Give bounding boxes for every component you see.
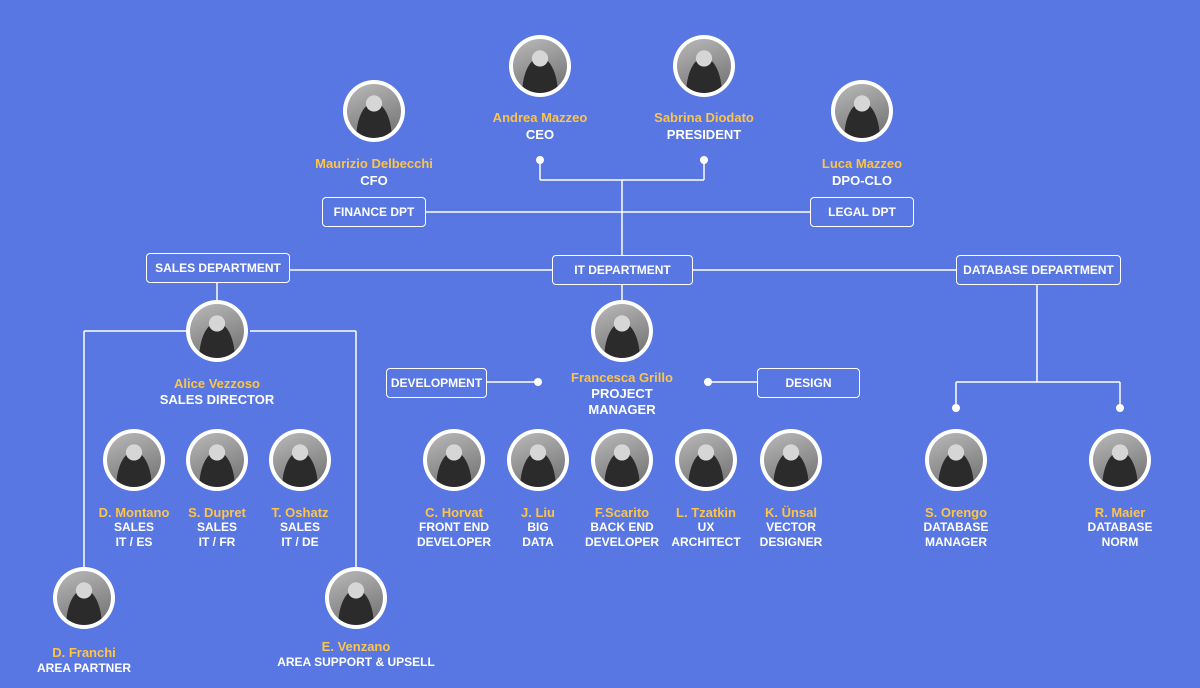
avatar-orengo bbox=[925, 429, 987, 491]
person-photo bbox=[764, 433, 818, 487]
avatar-dpo bbox=[831, 80, 893, 142]
avatar-maier bbox=[1089, 429, 1151, 491]
person-role: AREA PARTNER bbox=[36, 661, 132, 675]
avatar-horvat bbox=[423, 429, 485, 491]
dept-it: IT DEPARTMENT bbox=[552, 255, 693, 285]
person-photo bbox=[595, 304, 649, 358]
person-role: CFO bbox=[360, 173, 388, 188]
person-name: E. Venzano bbox=[321, 639, 391, 654]
person-role: UX ARCHITECT bbox=[671, 520, 741, 549]
person-name: R. Maier bbox=[1094, 505, 1146, 520]
person-name: T. Oshatz bbox=[271, 505, 329, 520]
person-name: Sabrina Diodato bbox=[654, 110, 754, 125]
avatar-ceo bbox=[509, 35, 571, 97]
person-role: BACK END DEVELOPER bbox=[584, 520, 660, 549]
person-photo bbox=[107, 433, 161, 487]
dept-sales: SALES DEPARTMENT bbox=[146, 253, 290, 283]
person-role: SALES IT / DE bbox=[279, 520, 321, 549]
connector-dot bbox=[700, 156, 708, 164]
avatar-dupret bbox=[186, 429, 248, 491]
dept-design: DESIGN bbox=[757, 368, 860, 398]
connector-dot bbox=[704, 378, 712, 386]
person-name: S. Orengo bbox=[924, 505, 988, 520]
person-role: DPO-CLO bbox=[832, 173, 892, 188]
avatar-franchi bbox=[53, 567, 115, 629]
person-name: Luca Mazzeo bbox=[821, 156, 903, 171]
person-name: C. Horvat bbox=[425, 505, 483, 520]
person-role: DATABASE MANAGER bbox=[923, 520, 989, 549]
person-photo bbox=[427, 433, 481, 487]
avatar-montano bbox=[103, 429, 165, 491]
person-photo bbox=[513, 39, 567, 93]
person-role: FRONT END DEVELOPER bbox=[416, 520, 492, 549]
person-name: Francesca Grillo bbox=[571, 370, 673, 385]
person-role: SALES DIRECTOR bbox=[159, 392, 275, 407]
person-photo bbox=[329, 571, 383, 625]
person-photo bbox=[347, 84, 401, 138]
person-role: PRESIDENT bbox=[666, 127, 742, 142]
connector-dot bbox=[536, 156, 544, 164]
person-photo bbox=[677, 39, 731, 93]
avatar-oshatz bbox=[269, 429, 331, 491]
person-photo bbox=[835, 84, 889, 138]
person-role: DATABASE NORM bbox=[1087, 520, 1153, 549]
person-role: SALES IT / ES bbox=[113, 520, 155, 549]
person-photo bbox=[679, 433, 733, 487]
person-name: D. Montano bbox=[98, 505, 170, 520]
avatar-scarito bbox=[591, 429, 653, 491]
avatar-cfo bbox=[343, 80, 405, 142]
person-photo bbox=[929, 433, 983, 487]
person-name: S. Dupret bbox=[188, 505, 246, 520]
dept-legal: LEGAL DPT bbox=[810, 197, 914, 227]
avatar-unsal bbox=[760, 429, 822, 491]
person-role: CEO bbox=[525, 127, 555, 142]
avatar-liu bbox=[507, 429, 569, 491]
person-role: BIG DATA bbox=[522, 520, 554, 549]
person-photo bbox=[190, 304, 244, 358]
dept-finance: FINANCE DPT bbox=[322, 197, 426, 227]
avatar-sales-director bbox=[186, 300, 248, 362]
person-role: SALES IT / FR bbox=[196, 520, 238, 549]
avatar-project-manager bbox=[591, 300, 653, 362]
person-name: D. Franchi bbox=[52, 645, 116, 660]
avatar-tzatkin bbox=[675, 429, 737, 491]
person-photo bbox=[595, 433, 649, 487]
person-role: PROJECT MANAGER bbox=[588, 386, 656, 417]
person-photo bbox=[190, 433, 244, 487]
person-name: Alice Vezzoso bbox=[174, 376, 260, 391]
connector-dot bbox=[1116, 404, 1124, 412]
person-name: J. Liu bbox=[521, 505, 555, 520]
avatar-venzano bbox=[325, 567, 387, 629]
person-role: AREA SUPPORT & UPSELL bbox=[277, 655, 435, 669]
person-photo bbox=[273, 433, 327, 487]
dept-database: DATABASE DEPARTMENT bbox=[956, 255, 1121, 285]
connector-dot bbox=[534, 378, 542, 386]
person-name: K. Ünsal bbox=[764, 505, 818, 520]
person-photo bbox=[511, 433, 565, 487]
person-photo bbox=[1093, 433, 1147, 487]
avatar-president bbox=[673, 35, 735, 97]
connector-dot bbox=[952, 404, 960, 412]
dept-development: DEVELOPMENT bbox=[386, 368, 487, 398]
person-photo bbox=[57, 571, 111, 625]
person-name: Andrea Mazzeo bbox=[492, 110, 588, 125]
person-role: VECTOR DESIGNER bbox=[759, 520, 823, 549]
person-name: F.Scarito bbox=[594, 505, 650, 520]
person-name: L. Tzatkin bbox=[676, 505, 736, 520]
person-name: Maurizio Delbecchi bbox=[315, 156, 433, 171]
